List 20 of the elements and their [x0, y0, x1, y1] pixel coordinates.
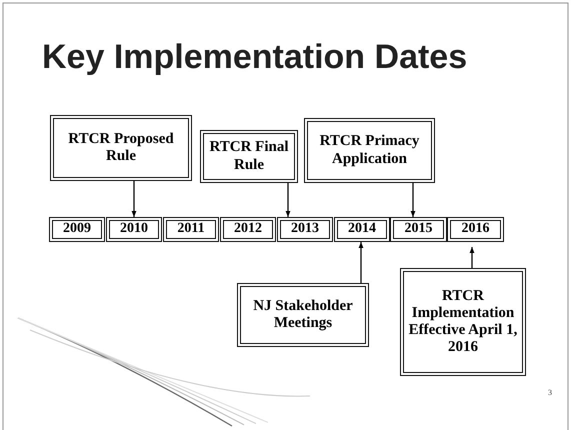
page-number: 3: [548, 388, 552, 397]
event-box: NJ Stakeholder Meetings: [237, 283, 369, 347]
year-cell: 2015: [390, 217, 447, 242]
arrow: [132, 181, 136, 217]
event-box: RTCR Implementation Effective April 1, 2016: [400, 268, 526, 376]
arrow: [286, 183, 290, 217]
arrow: [410, 183, 416, 217]
arrow: [358, 242, 364, 283]
year-cell: 2013: [277, 217, 333, 242]
year-cell: 2010: [106, 217, 162, 242]
event-box: RTCR Primacy Application: [304, 118, 435, 183]
year-cell: 2014: [334, 217, 390, 242]
arrow: [470, 247, 474, 268]
year-cell: 2016: [447, 217, 504, 242]
year-cell: 2012: [220, 217, 276, 242]
event-box: RTCR Final Rule: [200, 130, 298, 183]
slide-title: Key Implementation Dates: [42, 38, 468, 77]
event-box: RTCR Proposed Rule: [50, 115, 192, 181]
year-cell: 2009: [49, 217, 105, 242]
year-cell: 2011: [163, 217, 219, 242]
